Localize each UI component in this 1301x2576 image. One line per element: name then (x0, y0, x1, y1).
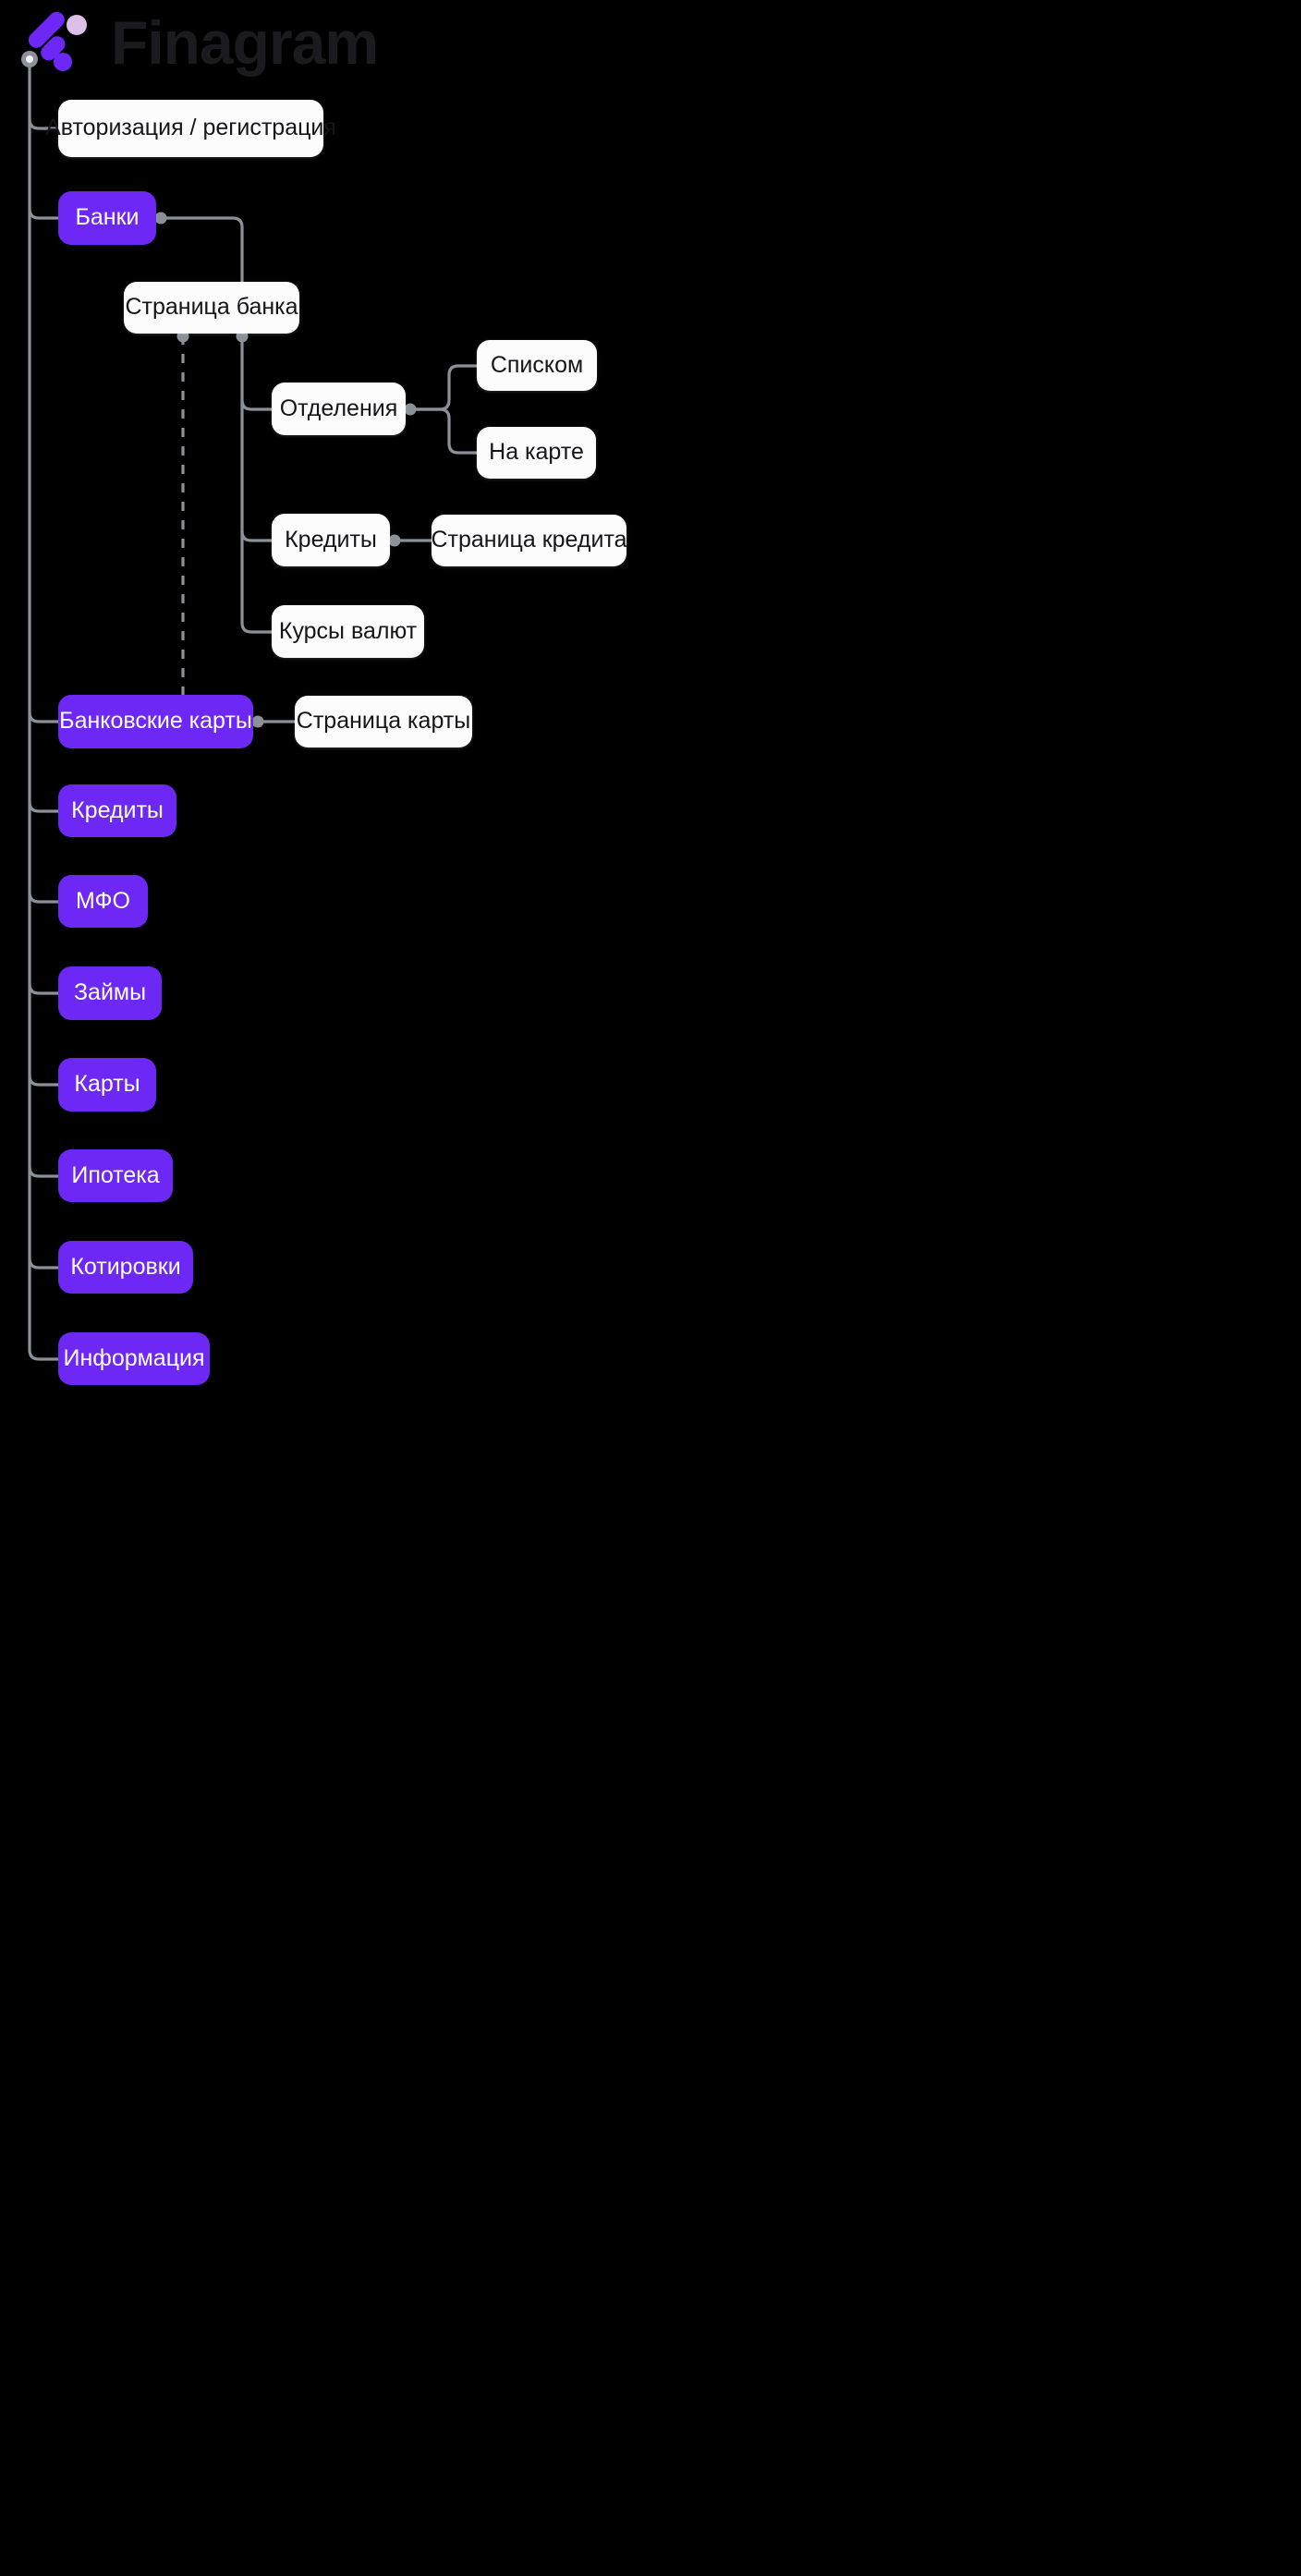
branches-out-dot (404, 403, 417, 416)
node-card-page[interactable]: Страница карты (295, 696, 472, 747)
node-authorization-registration[interactable]: Авторизация / регистрация (45, 100, 336, 157)
node-quotes[interactable]: Котировки (58, 1241, 193, 1294)
root-connector-dot-core (26, 55, 33, 63)
node-credits[interactable]: Кредиты (272, 514, 390, 566)
node-branches-map[interactable]: На карте (477, 427, 596, 479)
brand-logo: Finagram (18, 7, 665, 81)
node-borrowings[interactable]: Займы (58, 966, 162, 1020)
node-information[interactable]: Информация (58, 1332, 210, 1385)
node-mfo[interactable]: МФО (58, 875, 148, 928)
wire-root-maps (28, 1074, 60, 1087)
wire-root-borrowings (28, 982, 60, 995)
node-banks[interactable]: Банки (58, 191, 156, 245)
node-currency-rates[interactable]: Курсы валют (272, 605, 424, 658)
wire-bankpage-credits (240, 529, 274, 542)
brand-wordmark: Finagram (111, 8, 379, 77)
wire-root-auth (28, 117, 60, 130)
node-maps[interactable]: Карты (58, 1058, 156, 1112)
credits-out-dot (388, 534, 401, 547)
node-branches-list[interactable]: Списком (477, 340, 597, 391)
wire-branches-map (410, 407, 479, 455)
wire-branches-list (410, 364, 479, 411)
wire-bankpage-branches (240, 398, 274, 411)
node-loans[interactable]: Кредиты (58, 784, 176, 837)
node-bank-page[interactable]: Страница банка (124, 282, 299, 334)
wire-root-information (28, 63, 60, 1361)
wire-root-loans (28, 800, 60, 813)
wire-bankpage-currency (240, 332, 274, 634)
wire-root-mortgage (28, 1165, 60, 1178)
bankcards-out-dot (251, 715, 264, 728)
banks-out-dot (154, 212, 167, 225)
finagram-logo-mark-icon (28, 11, 87, 71)
node-branches[interactable]: Отделения (272, 383, 406, 435)
wire-root-bank-cards (28, 711, 60, 723)
node-credit-page[interactable]: Страница кредита (431, 515, 627, 566)
wire-root-quotes (28, 1257, 60, 1270)
wire-root-mfo (28, 891, 60, 904)
wire-root-banks (28, 207, 60, 220)
node-bank-cards[interactable]: Банковские карты (58, 695, 253, 748)
node-mortgage[interactable]: Ипотека (58, 1149, 173, 1202)
wire-banks-bankpage (161, 216, 244, 310)
